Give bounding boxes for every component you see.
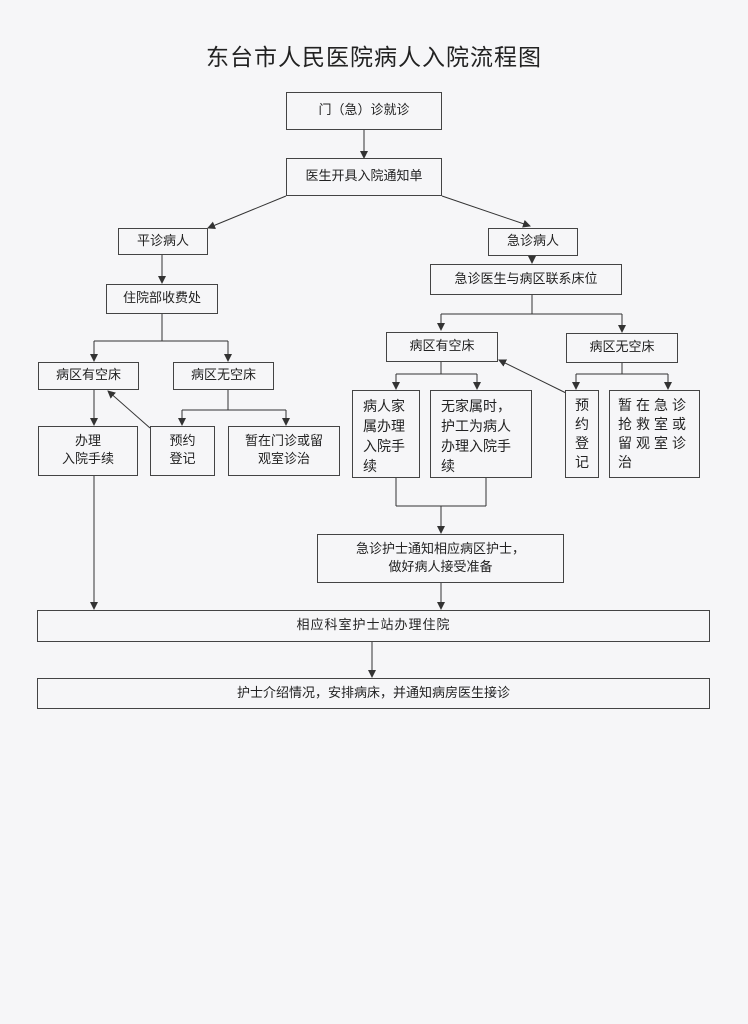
emergency-patient-box: 急诊病人 [488,228,578,256]
node-label: 急诊护士通知相应病区护士， 做好病人接受准备 [355,541,525,575]
node-label: 无家属时， 护工为病人 办理入院手 续 [441,399,511,475]
node-label: 预约 登记 [169,434,196,467]
emergency-bed-available-box: 病区有空床 [386,332,498,362]
node-label: 预 约 登 记 [575,398,593,471]
emergency-contact-ward-box: 急诊医生与病区联系床位 [430,264,622,295]
outpatient-visit-box: 门（急）诊就诊 [286,92,442,130]
handle-admission-box: 办理 入院手续 [38,426,138,476]
node-label: 护士介绍情况，安排病床，并通知病房医生接诊 [236,685,510,701]
no-family-worker-handles-box: 无家属时， 护工为病人 办理入院手 续 [430,390,532,478]
admission-notice-box: 医生开具入院通知单 [286,158,442,196]
node-label: 医生开具入院通知单 [305,169,423,184]
node-label: 病区有空床 [55,368,121,383]
node-label: 门（急）诊就诊 [318,103,410,118]
emergency-no-bed-box: 病区无空床 [566,333,678,363]
node-label: 病人家 属办理 入院手 续 [363,399,405,475]
emergency-temp-treatment-box: 暂在急诊 抢救室或 留观室诊 治 [609,390,700,478]
reserve-register-box: 预约 登记 [150,426,215,476]
node-label: 住院部收费处 [122,291,201,306]
node-label: 病区无空床 [589,340,655,355]
emergency-reserve-box: 预 约 登 记 [565,390,599,478]
node-label: 暂在急诊 抢救室或 留观室诊 治 [618,398,690,471]
regular-bed-available-box: 病区有空床 [38,362,139,390]
temp-outpatient-observation-box: 暂在门诊或留 观室诊治 [228,426,340,476]
admission-office-box: 住院部收费处 [106,284,218,314]
page-title: 东台市人民医院病人入院流程图 [206,45,542,71]
node-label: 急诊病人 [506,234,559,249]
regular-no-bed-box: 病区无空床 [173,362,274,390]
node-label: 病区有空床 [409,339,475,354]
dept-nurse-station-box: 相应科室护士站办理住院 [37,610,710,642]
node-label: 病区无空床 [190,368,256,383]
nurse-introduce-box: 护士介绍情况，安排病床，并通知病房医生接诊 [37,678,710,709]
family-handles-box: 病人家 属办理 入院手 续 [352,390,420,478]
regular-patient-box: 平诊病人 [118,228,208,255]
node-label: 相应科室护士站办理住院 [296,618,451,633]
node-label: 急诊医生与病区联系床位 [454,271,598,287]
node-label: 暂在门诊或留 观室诊治 [244,434,323,467]
node-label: 办理 入院手续 [61,434,114,467]
node-label: 平诊病人 [136,233,189,249]
nurse-notify-ward-box: 急诊护士通知相应病区护士， 做好病人接受准备 [317,534,564,583]
